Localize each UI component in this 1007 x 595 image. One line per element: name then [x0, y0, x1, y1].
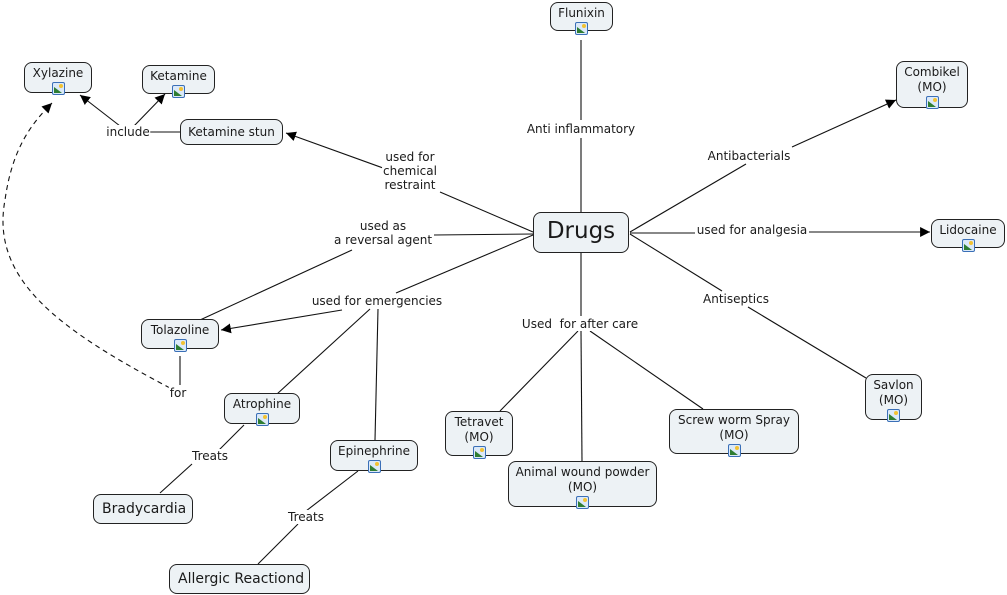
concept-combikel[interactable]: Combikel (MO): [896, 61, 968, 109]
concept-ketamine-stun[interactable]: Ketamine stun: [180, 119, 283, 145]
line-reversal-tolazoline: [199, 249, 353, 321]
concept-epinephrine[interactable]: Epinephrine: [330, 440, 418, 473]
concept-drugs[interactable]: Drugs: [533, 212, 629, 253]
line-epinephrine-treats: [305, 470, 359, 512]
line-include-ketamine: [133, 93, 166, 127]
line-emergencies-atrophine: [276, 308, 371, 395]
line-emergencies-tolazoline: [220, 309, 343, 334]
concept-label: Atrophine: [232, 397, 292, 411]
line-after-care-screw-worm: [589, 330, 704, 410]
line-drugs-emergencies: [395, 234, 534, 294]
image-attachment-icon[interactable]: [367, 460, 381, 473]
concept-animal-wound-powder[interactable]: Animal wound powder (MO): [508, 461, 657, 509]
link-emergencies[interactable]: used for emergencies: [310, 294, 444, 308]
link-include[interactable]: include: [105, 125, 151, 139]
concept-lidocaine[interactable]: Lidocaine: [931, 219, 1005, 252]
line-for-xylazine-dashed: [2, 102, 171, 389]
concept-label: Tolazoline: [150, 323, 210, 337]
line-antiseptics-savlon: [747, 306, 867, 379]
link-after-care[interactable]: Used for after care: [520, 317, 640, 331]
link-for[interactable]: for: [168, 386, 188, 400]
concept-label: Bradycardia: [102, 501, 187, 517]
line-treats-allergic: [257, 523, 299, 565]
concept-label: Lidocaine: [939, 223, 997, 237]
concept-label: Tetravet (MO): [454, 415, 504, 444]
concept-label: Animal wound powder (MO): [515, 465, 650, 494]
line-after-care-wound-powder: [580, 330, 583, 462]
concept-atrophine[interactable]: Atrophine: [224, 393, 300, 426]
line-include-xylazine: [79, 94, 121, 127]
link-analgesia[interactable]: used for analgesia: [695, 223, 809, 237]
image-attachment-icon[interactable]: [727, 444, 741, 457]
concept-label: Epinephrine: [338, 444, 410, 458]
image-attachment-icon[interactable]: [925, 96, 939, 109]
line-emergencies-epinephrine: [374, 308, 379, 441]
line-drugs-chemical-restraint: [439, 191, 534, 233]
concept-allergic-reaction[interactable]: Allergic Reactiond: [169, 564, 310, 594]
concept-label: Allergic Reactiond: [178, 571, 305, 587]
line-treats-bradycardia: [159, 463, 193, 494]
concept-screw-worm-spray[interactable]: Screw worm Spray (MO): [669, 409, 799, 457]
link-antiseptics[interactable]: Antiseptics: [702, 292, 770, 306]
image-attachment-icon[interactable]: [172, 85, 185, 98]
concept-label: Ketamine stun: [188, 125, 275, 139]
concept-label: Flunixin: [558, 6, 605, 20]
concept-flunixin[interactable]: Flunixin: [550, 2, 613, 35]
link-reversal-agent[interactable]: used as a reversal agent: [332, 219, 434, 247]
image-attachment-icon[interactable]: [255, 413, 269, 426]
concept-ketamine[interactable]: Ketamine: [142, 65, 215, 98]
concept-label: Screw worm Spray (MO): [678, 413, 790, 442]
concept-bradycardia[interactable]: Bradycardia: [93, 494, 193, 524]
image-attachment-icon[interactable]: [173, 339, 187, 352]
concept-xylazine[interactable]: Xylazine: [24, 62, 92, 95]
line-drugs-antibacterials: [629, 163, 747, 233]
link-treats-bradycardia[interactable]: Treats: [191, 449, 229, 463]
image-attachment-icon[interactable]: [576, 496, 589, 509]
concept-label: Ketamine: [150, 69, 207, 83]
line-after-care-tetravet: [499, 330, 579, 412]
link-antibacterials[interactable]: Antibacterials: [706, 149, 792, 163]
image-attachment-icon[interactable]: [961, 239, 975, 252]
link-treats-allergic[interactable]: Treats: [287, 510, 325, 524]
link-chemical-restraint[interactable]: used for chemical restraint: [382, 150, 438, 192]
line-antibacterials-combikel: [791, 99, 897, 148]
line-atrophine-treats: [217, 424, 245, 452]
line-drugs-antiseptics: [629, 233, 723, 292]
concept-savlon[interactable]: Savlon (MO): [865, 374, 922, 422]
concept-tetravet[interactable]: Tetravet (MO): [445, 411, 513, 459]
line-chemical-restraint-ketamine-stun: [285, 131, 384, 169]
line-drugs-reversal: [433, 233, 534, 236]
image-attachment-icon[interactable]: [51, 82, 65, 95]
concept-label: Savlon (MO): [873, 378, 914, 407]
concept-label: Xylazine: [32, 66, 84, 80]
image-attachment-icon[interactable]: [472, 446, 486, 459]
concept-label: Combikel (MO): [904, 65, 960, 94]
image-attachment-icon[interactable]: [887, 409, 900, 422]
link-anti-inflammatory[interactable]: Anti inflammatory: [525, 122, 637, 136]
image-attachment-icon[interactable]: [575, 22, 588, 35]
concept-tolazoline[interactable]: Tolazoline: [141, 319, 219, 352]
concept-label: Drugs: [546, 218, 616, 244]
